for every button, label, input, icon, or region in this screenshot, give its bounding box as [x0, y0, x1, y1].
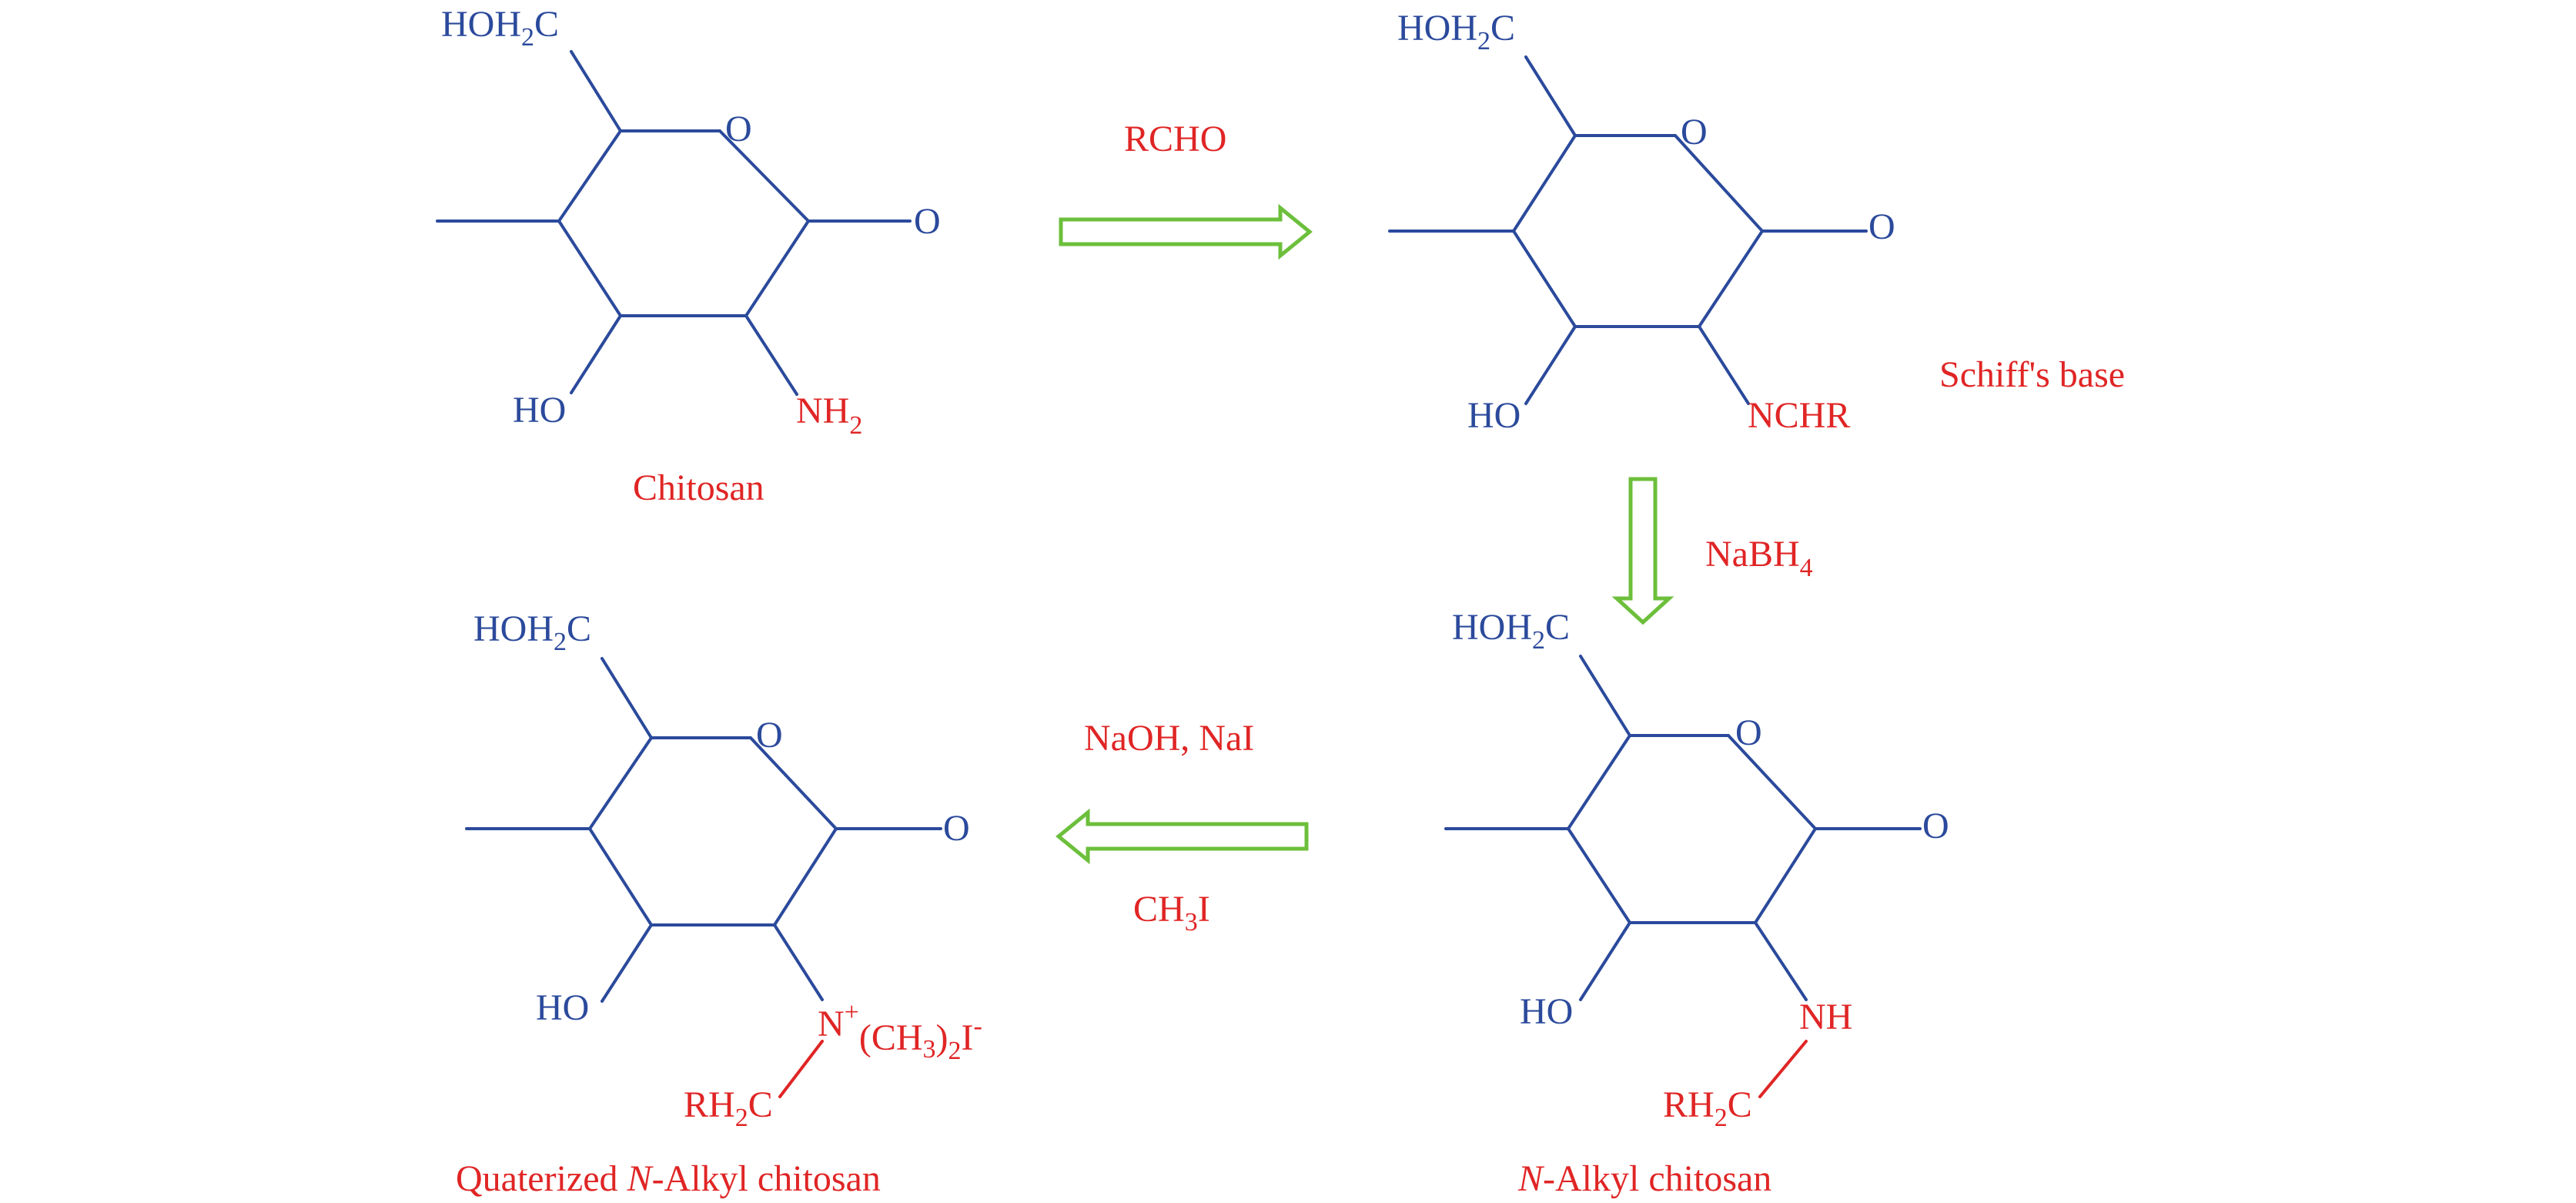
- quat-rh2c-label: RH2C: [684, 1084, 773, 1132]
- schiff-hoh2c-label: HOH2C: [1397, 8, 1515, 55]
- n-alkyl-ch2oh-bond: [1579, 655, 1631, 737]
- reagent-rcho: RCHO: [1124, 119, 1226, 159]
- quaternized-chitosan-structure: HOH2C O O HO N+(CH3)2I- RH2C Quaterized …: [456, 608, 982, 1199]
- quat-ch2oh-bond: [601, 657, 653, 739]
- schiff-ho-bond: [1524, 325, 1577, 405]
- n-alkyl-ho-bond: [1579, 921, 1631, 1001]
- quat-ring-bonds: [587, 736, 838, 927]
- chitosan-glycosidic-oxygen: O: [914, 201, 941, 242]
- reagent-naoh-nai: NaOH, NaI: [1084, 718, 1254, 759]
- chitosan-ring-oxygen: O: [725, 109, 752, 149]
- chitosan-ch2oh-bond: [570, 50, 622, 132]
- chitosan-name: Chitosan: [633, 467, 764, 508]
- n-alkyl-nh-label: NH: [1799, 997, 1852, 1037]
- n-alkyl-chitosan-name: N-Alkyl chitosan: [1517, 1158, 1771, 1199]
- quaternized-chitosan-name: Quaterized N-Alkyl chitosan: [456, 1158, 881, 1199]
- n-alkyl-rh2c-label: RH2C: [1663, 1084, 1752, 1132]
- n-alkyl-glycosidic-oxygen: O: [1922, 806, 1949, 846]
- n-alkyl-nh-ch2-bond: [1758, 1040, 1808, 1098]
- schiff-ch2oh-bond: [1524, 55, 1577, 137]
- arrow-down-nabh4: [1611, 477, 1674, 625]
- n-alkyl-chitosan-structure: HOH2C O O HO NH RH2C N-Alkyl chitosan: [1444, 607, 1949, 1199]
- quat-ammonium-label: N+(CH3)2I-: [818, 998, 982, 1065]
- quat-n-ch2-bond: [778, 1040, 824, 1098]
- chitosan-ring-bonds: [557, 129, 811, 317]
- chitosan-ho-label: HO: [513, 390, 566, 431]
- schiff-ring-bonds: [1511, 134, 1765, 328]
- quat-n-bond: [773, 923, 824, 1001]
- schiff-ho-label: HO: [1467, 395, 1521, 436]
- chitosan-n-bond: [744, 314, 798, 396]
- arrow-right-rcho: [1059, 203, 1313, 260]
- chitosan-nh2-label: NH2: [796, 390, 862, 440]
- schiff-base-structure: HOH2C O O HO NCHR Schiff's base: [1388, 8, 2125, 436]
- n-alkyl-n-bond: [1754, 921, 1808, 1001]
- arrow-left-quaternization: [1055, 808, 1309, 865]
- schiff-n-bond: [1698, 325, 1750, 405]
- quat-ring-oxygen: O: [756, 715, 783, 756]
- schiff-ring-oxygen: O: [1681, 112, 1708, 152]
- schiff-nchr-label: NCHR: [1748, 395, 1850, 436]
- quat-ho-label: HO: [536, 987, 589, 1028]
- n-alkyl-ring-bonds: [1566, 734, 1818, 924]
- schiff-glycosidic-oxygen: O: [1868, 206, 1895, 247]
- chitosan-structure: HOH2C O O HO NH2 Chitosan: [436, 4, 941, 508]
- n-alkyl-ring-oxygen: O: [1735, 712, 1762, 753]
- chitosan-ho-bond: [570, 314, 622, 394]
- chitosan-hoh2c-label: HOH2C: [441, 4, 559, 52]
- schiff-base-name: Schiff's base: [1939, 354, 2125, 395]
- n-alkyl-hoh2c-label: HOH2C: [1452, 607, 1570, 655]
- reagent-ch3i: CH3I: [1133, 889, 1210, 937]
- quat-glycosidic-oxygen: O: [943, 808, 970, 849]
- quat-hoh2c-label: HOH2C: [473, 608, 591, 656]
- quat-ho-bond: [601, 923, 653, 1003]
- n-alkyl-ho-label: HO: [1520, 991, 1573, 1032]
- reagent-nabh4: NaBH4: [1705, 534, 1813, 582]
